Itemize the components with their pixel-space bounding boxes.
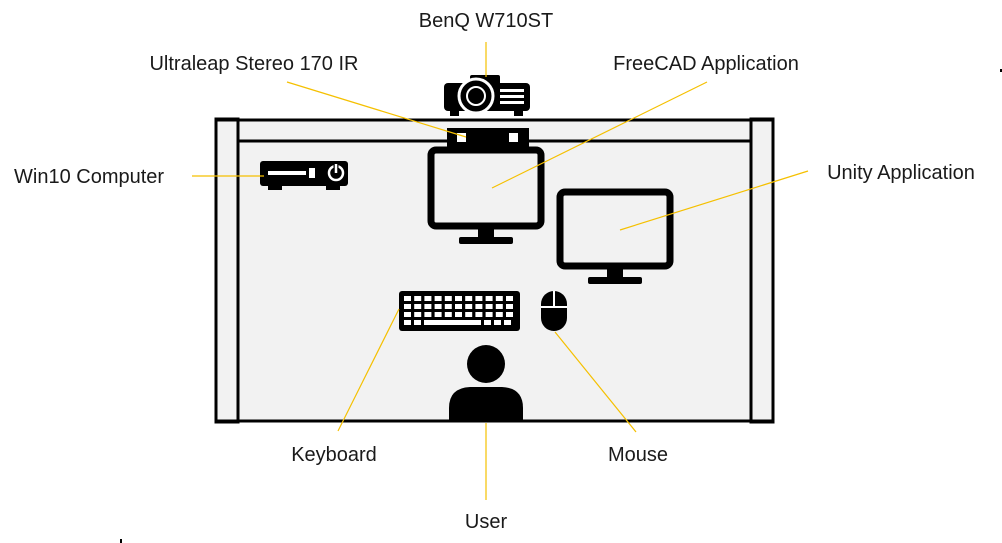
keyboard-key [475,296,483,301]
keyboard-key [495,296,503,301]
label-freecad: FreeCAD Application [613,53,799,75]
leader-lines [192,42,809,500]
keyboard-key [455,304,462,309]
computer-box-icon [260,161,348,190]
stray-mark [1000,69,1002,72]
keyboard-key [404,312,411,317]
label-projector: BenQ W710ST [419,10,554,32]
keyboard-key [434,304,442,309]
label-mouse: Mouse [608,444,668,466]
leader-freecad [491,81,708,189]
monitor-icon [556,188,674,284]
leader-mouse [554,331,637,433]
keyboard-key [424,296,432,301]
right-post [749,117,775,424]
keyboard-key [414,296,422,301]
leader-keyboard [337,308,400,432]
keyboard-key [444,304,452,309]
keyboard-key [455,312,462,317]
stray-mark [120,539,122,543]
keyboard-icon [399,291,520,331]
keyboard-key [475,304,483,309]
keyboard-key [434,312,442,317]
leader-unity [619,170,809,231]
monitor-icon [427,146,545,244]
keyboard-key [484,320,491,325]
keyboard-key [424,320,481,325]
keyboard-key [465,312,473,317]
keyboard-key [475,312,483,317]
keyboard-key [485,296,493,301]
sensor-icon [447,128,529,148]
keyboard-key [404,320,411,325]
keyboard-key [485,312,493,317]
user-icon [449,345,523,422]
keyboard-key [465,296,473,301]
keyboard-key [506,296,513,301]
left-post [214,117,240,424]
keyboard-key [414,312,422,317]
label-sensor: Ultraleap Stereo 170 IR [149,53,358,75]
keyboard-key [424,304,432,309]
label-computer: Win10 Computer [14,166,164,188]
label-unity: Unity Application [827,162,975,184]
mouse-icon [541,291,567,331]
keyboard-key [506,312,513,317]
keyboard-key [444,312,452,317]
keyboard-key [444,296,452,301]
projector-icon [444,75,530,116]
keyboard-key [506,304,513,309]
keyboard-key [485,304,493,309]
keyboard-key [465,304,473,309]
keyboard-key [495,304,503,309]
label-keyboard: Keyboard [291,444,377,466]
keyboard-key [504,320,511,325]
keyboard-key [495,312,503,317]
keyboard-key [414,320,421,325]
keyboard-key [434,296,442,301]
keyboard-key [414,304,422,309]
keyboard-key [404,296,411,301]
keyboard-key [404,304,411,309]
label-user: User [465,511,508,533]
keyboard-key [455,296,462,301]
keyboard-key [494,320,501,325]
keyboard-key [424,312,432,317]
leader-sensor [286,81,467,138]
